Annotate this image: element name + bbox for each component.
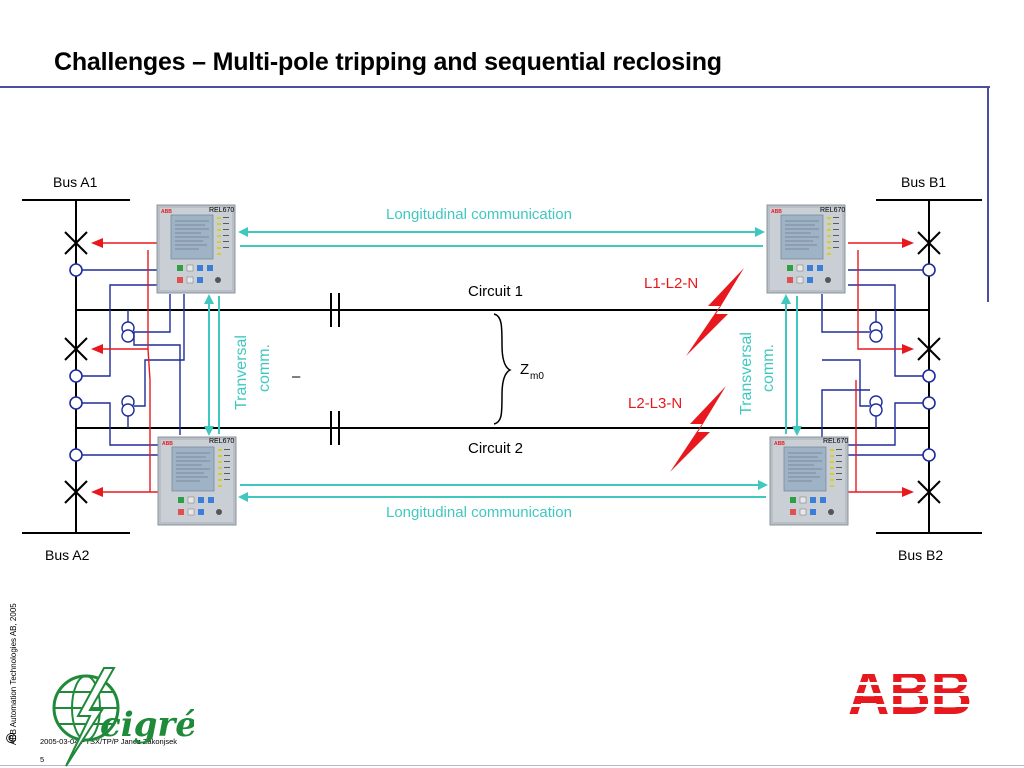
breaker-left-bottom-icon <box>64 480 88 504</box>
lightning-bolt-2-icon <box>670 386 726 472</box>
frame-top-line <box>0 86 990 88</box>
capacitor-circuit-2 <box>330 411 340 445</box>
fault-2-label: L2-L3-N <box>628 395 682 412</box>
relay-a2-label: REL670 <box>209 438 234 445</box>
slide-title: Challenges – Multi-pole tripping and seq… <box>54 48 722 76</box>
relay-b1-label: REL670 <box>820 207 845 214</box>
breaker-right-mid-icon <box>917 337 941 361</box>
bus-b1-label: Bus B1 <box>901 174 946 190</box>
relay-b2-icon <box>769 436 849 526</box>
vt-right-icons <box>869 321 883 417</box>
circuit-2-label: Circuit 2 <box>468 440 523 457</box>
cigre-logo: cigré <box>52 667 194 767</box>
bus-a1-label: Bus A1 <box>53 174 98 190</box>
relay-a1-icon <box>156 204 236 294</box>
breaker-left-top-icon <box>64 231 88 255</box>
cigre-logo-text: cigré <box>100 705 194 745</box>
bottom-divider <box>0 765 1024 766</box>
breaker-right-bottom-icon <box>917 480 941 504</box>
copyright-text: ABB Automation Technologies AB, 2005 <box>9 603 18 745</box>
frame-right-line <box>987 86 989 302</box>
wiring-right-red <box>848 238 914 497</box>
relay-a2-icon <box>157 436 237 526</box>
minus-sign: – <box>292 368 301 385</box>
abb-logo-text: ABB <box>848 660 972 718</box>
capacitor-circuit-1 <box>330 293 340 327</box>
circuit-1-label: Circuit 1 <box>468 283 523 300</box>
footer-reference: 2005-03-04 PTSX/TP/P Janez Zakonjsek <box>40 737 178 746</box>
wiring-left-red <box>91 238 158 497</box>
breaker-left-mid-icon <box>64 337 88 361</box>
lightning-bolt-1-icon <box>686 268 744 356</box>
transversal-right-label-2: comm. <box>760 344 777 392</box>
relay-a1-label: REL670 <box>209 207 234 214</box>
zm0-label-main: Z <box>520 361 529 378</box>
longitudinal-comm-bottom-label: Longitudinal communication <box>386 504 572 521</box>
copyright-symbol: © <box>6 730 17 746</box>
fault-1-label: L1-L2-N <box>644 275 698 292</box>
brace-icon <box>493 313 512 425</box>
transversal-left-label-2: comm. <box>256 344 273 392</box>
transversal-left-label-1: Tranversal <box>233 335 250 410</box>
longitudinal-comm-top-label: Longitudinal communication <box>386 206 572 223</box>
bus-a2-label: Bus A2 <box>45 547 90 563</box>
wiring-left-blue <box>82 269 185 456</box>
transversal-right-label-1: Transversal <box>738 332 755 415</box>
abb-logo: ABB <box>848 660 973 718</box>
vt-left-icons <box>121 321 135 417</box>
relay-b2-label: REL670 <box>823 438 848 445</box>
wiring-right-blue <box>821 269 923 456</box>
breaker-right-top-icon <box>917 231 941 255</box>
relay-b1-icon <box>766 204 846 294</box>
page-number: 5 <box>40 755 45 764</box>
bus-b2-label: Bus B2 <box>898 547 943 563</box>
zm0-label-sub: m0 <box>530 371 544 382</box>
